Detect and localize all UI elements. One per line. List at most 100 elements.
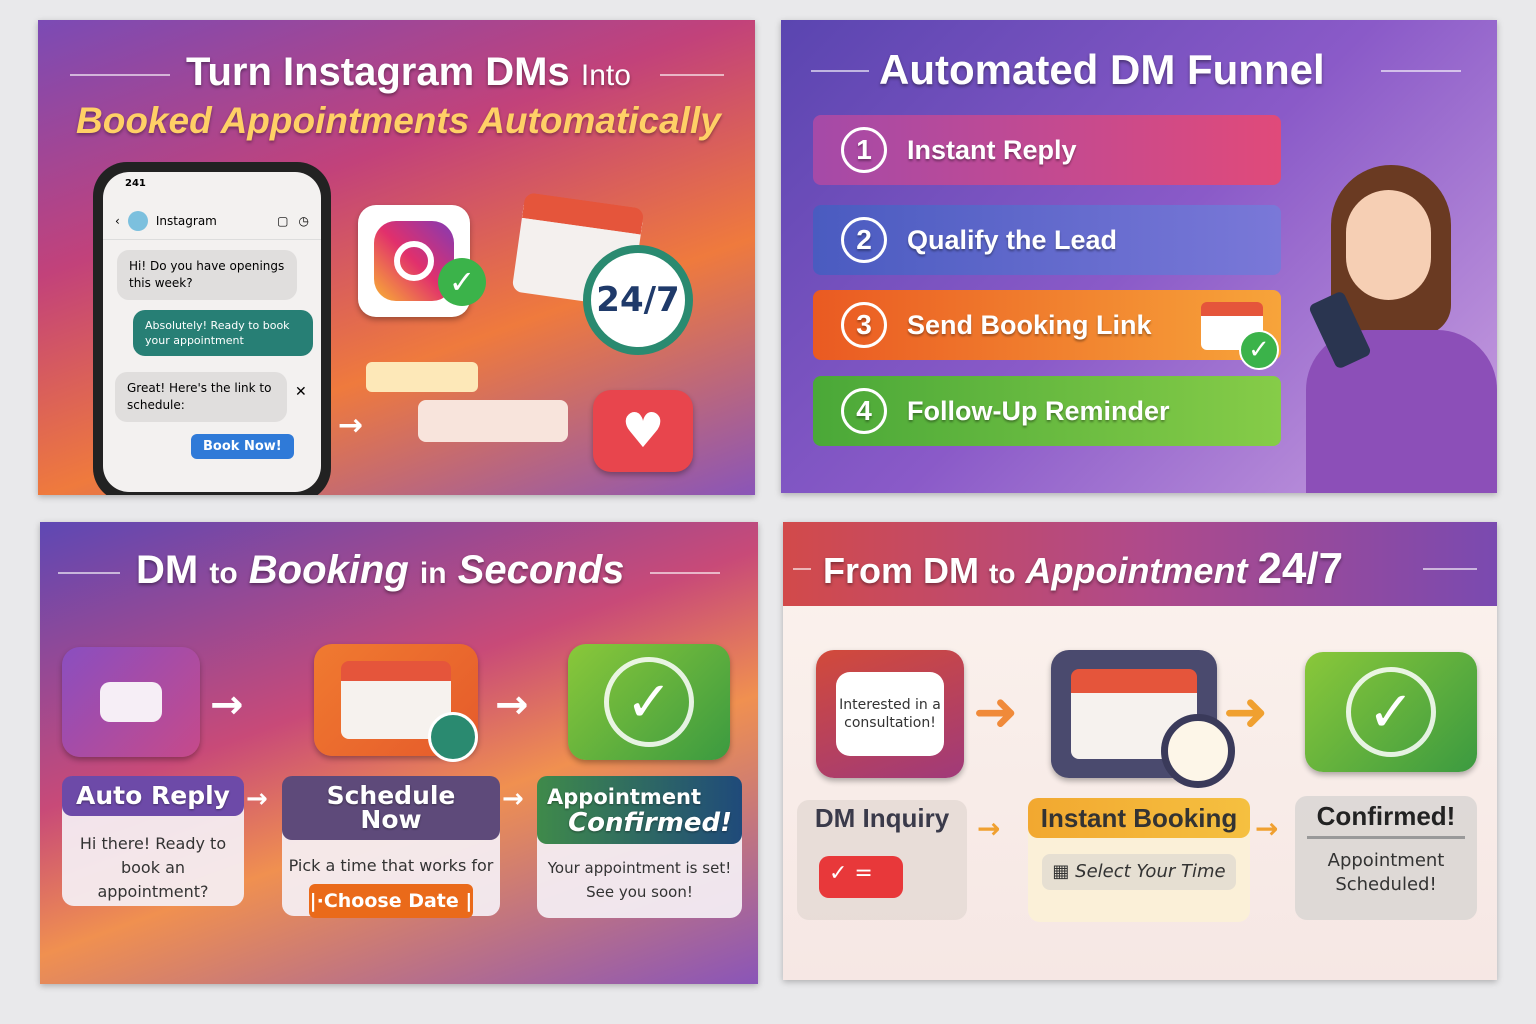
phone-mockup: 241 ‹ Instagram ▢ ◷ Hi! Do you have open…	[93, 162, 331, 495]
calendar-icon	[314, 644, 478, 756]
divider	[793, 568, 811, 570]
title-part: From DM	[823, 550, 979, 591]
title-part: to	[989, 558, 1016, 589]
panel-title: Automated DM Funnel	[879, 46, 1325, 93]
chat-app-name: Instagram	[155, 213, 217, 228]
funnel-step-2: 2 Qualify the Lead	[813, 205, 1281, 275]
chat-bubbles-icon	[62, 647, 200, 757]
title-main: Turn Instagram DMs	[186, 50, 570, 94]
checkmark-icon: ✓	[1305, 652, 1477, 772]
close-icon[interactable]: ✕	[295, 384, 307, 400]
stage-dm-inquiry: DM Inquiry ✓ =	[797, 800, 967, 920]
title-part: Appointment	[1025, 550, 1248, 591]
chat-bubble-icon: Interested in a consultation!	[816, 650, 964, 778]
panel-instagram-dms: Turn Instagram DMs Into Booked Appointme…	[38, 20, 755, 495]
title-part: Booking	[248, 548, 409, 592]
inquiry-bubble-text: Interested in a consultation!	[836, 672, 944, 756]
heart-icon: ♥	[593, 390, 693, 472]
arrow-icon: ➜	[1223, 680, 1269, 743]
message-incoming: Great! Here's the link to schedule:	[115, 372, 287, 422]
arrow-icon: →	[246, 784, 268, 814]
message-outgoing: Absolutely! Ready to book your appointme…	[133, 310, 313, 356]
step-number: 1	[841, 127, 887, 173]
check-icon: ✓	[1239, 330, 1279, 370]
card-auto-reply: Auto Reply Hi there! Ready to book an ap…	[62, 776, 244, 906]
funnel-step-1: 1 Instant Reply	[813, 115, 1281, 185]
select-time-button[interactable]: ▦ Select Your Time	[1042, 854, 1236, 890]
step-label: Send Booking Link	[907, 309, 1152, 340]
title-part: in	[419, 557, 447, 590]
check-icon: ✓	[438, 258, 486, 306]
stage-label: DM Inquiry	[814, 803, 950, 833]
card-confirmed: Appointment Confirmed! Your appointment …	[537, 776, 742, 918]
arrow-icon: →	[977, 812, 1001, 845]
step-number: 4	[841, 388, 887, 434]
chat-bubble-icon	[418, 400, 568, 442]
card-heading: Appointment Confirmed!	[537, 776, 742, 844]
arrow-icon: →	[502, 784, 524, 814]
title-part: 24/7	[1257, 544, 1344, 593]
stage-label: Instant Booking	[1028, 798, 1250, 838]
arrow-icon: →	[338, 408, 364, 443]
divider	[811, 70, 869, 72]
title-part: Seconds	[457, 548, 625, 592]
stage-label: Confirmed!	[1307, 796, 1465, 839]
stage-confirmed: Confirmed! Appointment Scheduled!	[1295, 796, 1477, 920]
funnel-step-4: 4 Follow-Up Reminder	[813, 376, 1281, 446]
arrow-icon: →	[1255, 812, 1279, 845]
status-time: 241	[125, 178, 146, 189]
stage-sub: Appointment Scheduled!	[1327, 850, 1445, 895]
video-icon[interactable]: ▢	[277, 213, 289, 228]
card-schedule-now: Schedule Now Pick a time that works for …	[282, 776, 500, 918]
arrow-icon: →	[210, 682, 244, 728]
calendar-icon	[1051, 650, 1217, 778]
divider	[70, 74, 170, 76]
heading-line: Confirmed!	[568, 808, 732, 838]
panel-title: DM to Booking in Seconds	[136, 548, 624, 593]
title-bar	[783, 522, 1497, 606]
woman-with-phone-illustration	[1301, 160, 1497, 493]
arrow-icon: →	[495, 682, 529, 728]
step-label: Follow-Up Reminder	[907, 395, 1170, 426]
panel-dm-to-appointment: From DM to Appointment 24/7 Interested i…	[783, 522, 1497, 980]
profile-avatar	[127, 210, 148, 231]
step-label: Instant Reply	[907, 134, 1077, 165]
phone-screen: 241 ‹ Instagram ▢ ◷ Hi! Do you have open…	[103, 172, 321, 492]
title-part: to	[209, 557, 238, 590]
panel-dm-to-booking: DM to Booking in Seconds → → ✓ Auto Repl…	[40, 522, 758, 984]
divider	[660, 74, 724, 76]
clock-icon	[1161, 714, 1235, 788]
step-label: Qualify the Lead	[907, 224, 1118, 255]
divider	[1381, 70, 1461, 72]
card-body: Hi there! Ready to book an appointment?	[79, 834, 227, 901]
message-incoming: Hi! Do you have openings this week?	[117, 250, 297, 300]
choose-date-button[interactable]: |·Choose Date |	[309, 884, 473, 918]
calendar-icon	[1201, 302, 1263, 350]
back-icon[interactable]: ‹	[115, 213, 120, 228]
message-icon: ✓ =	[819, 856, 903, 898]
chat-bubble-icon	[366, 362, 478, 392]
card-body: Pick a time that works for	[288, 856, 494, 875]
arrow-icon: ➜	[973, 680, 1019, 743]
title-into: Into	[580, 59, 631, 92]
card-heading: Schedule Now	[282, 776, 500, 840]
title-part: DM	[136, 548, 199, 592]
step-number: 3	[841, 302, 887, 348]
card-heading: Auto Reply	[62, 776, 244, 816]
info-icon[interactable]: ◷	[298, 213, 309, 228]
select-time-label: Select Your Time	[1075, 861, 1226, 882]
heading-line: Appointment	[547, 785, 702, 809]
checkmark-icon: ✓	[568, 644, 730, 760]
step-number: 2	[841, 217, 887, 263]
panel-subtitle: Booked Appointments Automatically	[76, 100, 721, 141]
divider	[58, 572, 120, 574]
clock-icon	[428, 712, 478, 762]
chat-header: ‹ Instagram ▢ ◷	[103, 202, 321, 240]
divider	[650, 572, 720, 574]
book-now-button[interactable]: Book Now!	[191, 434, 294, 459]
panel-title: From DM to Appointment 24/7	[823, 544, 1343, 594]
panel-title: Turn Instagram DMs Into	[186, 50, 631, 95]
stage-instant-booking: Instant Booking ▦ Select Your Time	[1028, 798, 1250, 922]
panel-dm-funnel: Automated DM Funnel 1 Instant Reply 2 Qual…	[781, 20, 1497, 493]
card-body: Your appointment is set! See you soon!	[547, 859, 732, 901]
